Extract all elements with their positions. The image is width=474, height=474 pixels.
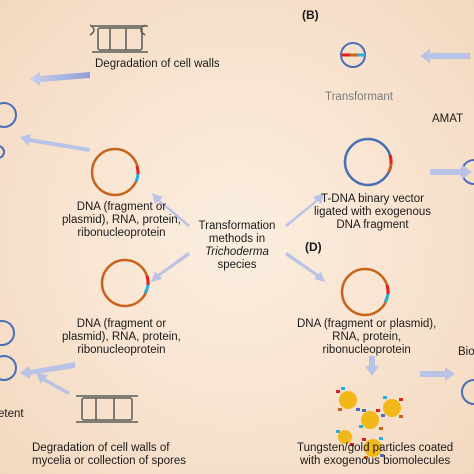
particle-5 <box>336 430 354 446</box>
arrow-to-bio <box>420 367 455 381</box>
plasmid-left-top <box>90 147 140 197</box>
arrow-down-to-particles <box>365 356 379 376</box>
label-degradation-bottom: Degradation of cell walls of mycelia or … <box>32 442 187 467</box>
label-dna-left-top: DNA (fragment or plasmid), RNA, protein,… <box>62 201 181 239</box>
tdna-binary-vector <box>343 137 393 187</box>
arrows <box>20 49 472 395</box>
panel-label-d: (D) <box>305 240 322 254</box>
label-tungsten: Tungsten/gold particles coated with exog… <box>297 442 454 467</box>
arrow-to-degradation-top <box>30 72 90 86</box>
arrow-tdna-to-right <box>430 165 472 179</box>
arrow-center-to-left-bottom <box>151 252 190 282</box>
partial-circle-left-top <box>0 102 17 128</box>
plasmid-left-bottom <box>100 258 150 308</box>
arrow-from-degradation-bottom <box>36 373 70 395</box>
particle-3 <box>359 409 383 430</box>
label-partial-left: etent <box>0 408 24 420</box>
label-transformant: Transformant <box>325 91 393 103</box>
coated-particles <box>336 387 403 459</box>
label-dna-left-bottom: DNA (fragment or plasmid), RNA, protein,… <box>62 318 181 356</box>
label-partial-right: Bio <box>458 346 474 358</box>
label-degradation-top: Degradation of cell walls <box>95 58 220 70</box>
cell-wall-icon-top <box>89 24 148 53</box>
label-center: Transformation methods in Trichoderma sp… <box>198 220 276 271</box>
arrow-to-left-cell-top <box>20 134 90 152</box>
partial-circle-left-bot <box>0 355 17 381</box>
particle-4 <box>362 437 384 459</box>
partial-circle-left-top2 <box>0 145 5 159</box>
arrow-center-to-left-top <box>152 193 190 227</box>
panel-label-b: (B) <box>302 8 319 22</box>
label-tdna: T-DNA binary vector ligated with exogeno… <box>314 193 431 231</box>
arrow-to-left-cell-bottom <box>20 362 75 379</box>
partial-shape-right-bottom <box>461 379 474 405</box>
particle-1 <box>336 387 360 411</box>
arrow-center-to-tdna <box>285 193 324 227</box>
transformant-cell-icon <box>340 42 366 68</box>
label-amat: AMAT <box>432 113 464 125</box>
label-dna-right-bottom: DNA (fragment or plasmid), RNA, protein,… <box>297 318 437 356</box>
arrow-center-to-d <box>285 252 325 282</box>
arrow-to-transformant <box>420 49 470 63</box>
particle-2 <box>381 396 403 418</box>
partial-circle-left-mid <box>0 320 15 346</box>
cell-wall-icon-bottom <box>76 395 138 423</box>
plasmid-right-bottom <box>340 267 390 317</box>
